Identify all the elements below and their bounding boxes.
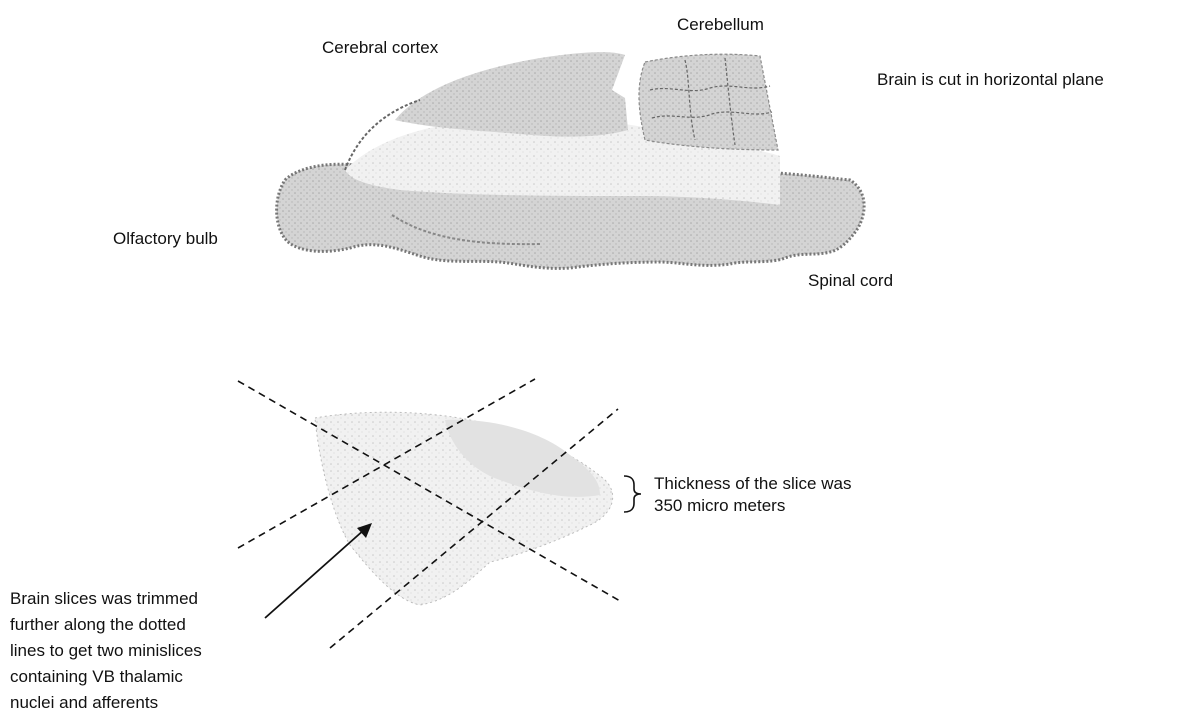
label-cerebral-cortex: Cerebral cortex (322, 37, 438, 59)
thickness-bracket (624, 476, 641, 512)
trim-note-line: Brain slices was trimmed (10, 586, 270, 612)
label-slice-thickness: Thickness of the slice was 350 micro met… (654, 473, 914, 517)
whole-brain (277, 52, 864, 268)
cerebral-cortex-shape (395, 52, 628, 136)
brain-slice (315, 412, 613, 605)
trim-note-line: nuclei and afferents (10, 690, 270, 716)
thickness-line-2: 350 micro meters (654, 495, 914, 517)
cerebellum-shape (639, 54, 778, 150)
trim-note-line: containing VB thalamic (10, 664, 270, 690)
label-plane-note: Brain is cut in horizontal plane (877, 69, 1104, 91)
thickness-line-1: Thickness of the slice was (654, 473, 914, 495)
pointer-arrow (265, 523, 372, 618)
trim-note-line: lines to get two minislices (10, 638, 270, 664)
label-olfactory-bulb: Olfactory bulb (113, 228, 218, 250)
label-spinal-cord: Spinal cord (808, 270, 893, 292)
label-cerebellum: Cerebellum (677, 14, 764, 36)
trim-note-line: further along the dotted (10, 612, 270, 638)
label-trim-note: Brain slices was trimmed further along t… (10, 586, 270, 716)
